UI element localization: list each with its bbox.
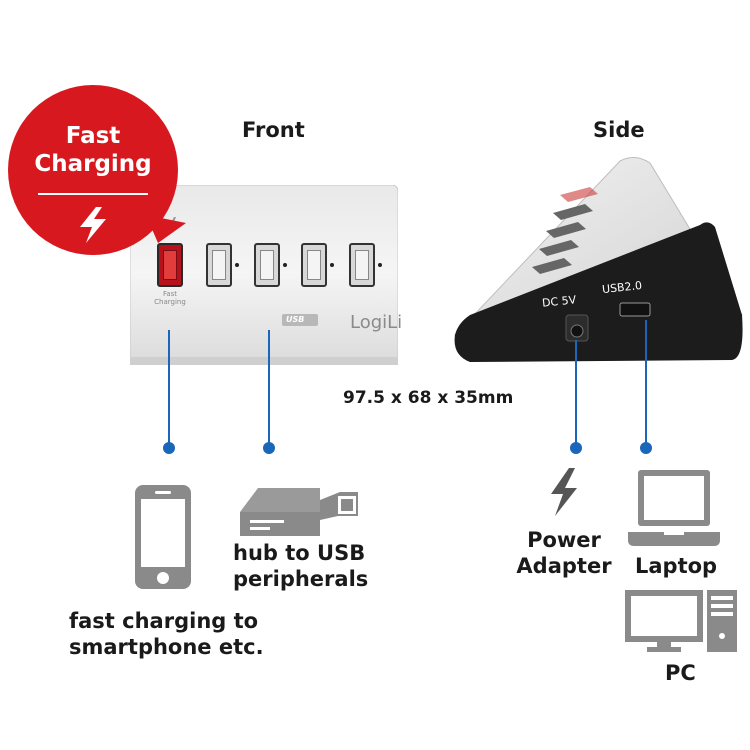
usb-port-4 <box>349 243 375 287</box>
connector-line-power <box>575 340 577 447</box>
connector-line-charging <box>168 330 170 447</box>
badge-line-1: Fast <box>65 123 121 149</box>
peripherals-label: hub to USB peripherals <box>233 540 368 592</box>
fast-charging-port-label: Fast Charging <box>154 290 186 306</box>
power-adapter-label-line-1: Power <box>527 528 601 552</box>
side-heading: Side <box>593 118 645 142</box>
port-indicator-4 <box>378 263 382 267</box>
dimensions-text: 97.5 x 68 x 35mm <box>343 388 514 408</box>
usb-logo: USB <box>286 315 305 324</box>
hub-side-view: DC 5V USB2.0 <box>450 155 745 375</box>
brand-logo: LogiLi <box>350 312 403 333</box>
badge-divider <box>38 193 148 195</box>
laptop-icon <box>628 470 720 550</box>
card-reader-icon <box>240 482 362 542</box>
connector-line-laptop <box>645 320 647 447</box>
lightning-icon <box>545 468 581 520</box>
connector-dot-laptop <box>640 442 652 454</box>
connector-dot-peripherals <box>263 442 275 454</box>
laptop-label: Laptop <box>635 554 718 578</box>
fast-charging-badge: Fast Charging <box>8 85 186 255</box>
pc-label: PC <box>665 661 696 685</box>
smartphone-icon <box>135 485 191 593</box>
usb-port-1 <box>206 243 232 287</box>
smartphone-label-line-2: smartphone etc. <box>69 635 264 659</box>
power-adapter-label: Power Adapter <box>515 527 613 579</box>
port-indicator-2 <box>283 263 287 267</box>
usb-port-2 <box>254 243 280 287</box>
connector-line-peripherals <box>268 330 270 447</box>
port-indicator-3 <box>330 263 334 267</box>
usb-port-3 <box>301 243 327 287</box>
connector-dot-power <box>570 442 582 454</box>
smartphone-label-line-1: fast charging to <box>69 609 259 633</box>
badge-line-2: Charging <box>34 151 152 177</box>
port-indicator-1 <box>235 263 239 267</box>
connector-dot-charging <box>163 442 175 454</box>
power-adapter-label-line-2: Adapter <box>516 554 612 578</box>
smartphone-label: fast charging to smartphone etc. <box>69 608 264 660</box>
peripherals-label-line-2: peripherals <box>233 567 369 591</box>
peripherals-label-line-1: hub to USB <box>233 541 366 565</box>
pc-icon <box>625 590 737 656</box>
fast-charging-usb-port <box>157 243 183 287</box>
front-heading: Front <box>242 118 305 142</box>
